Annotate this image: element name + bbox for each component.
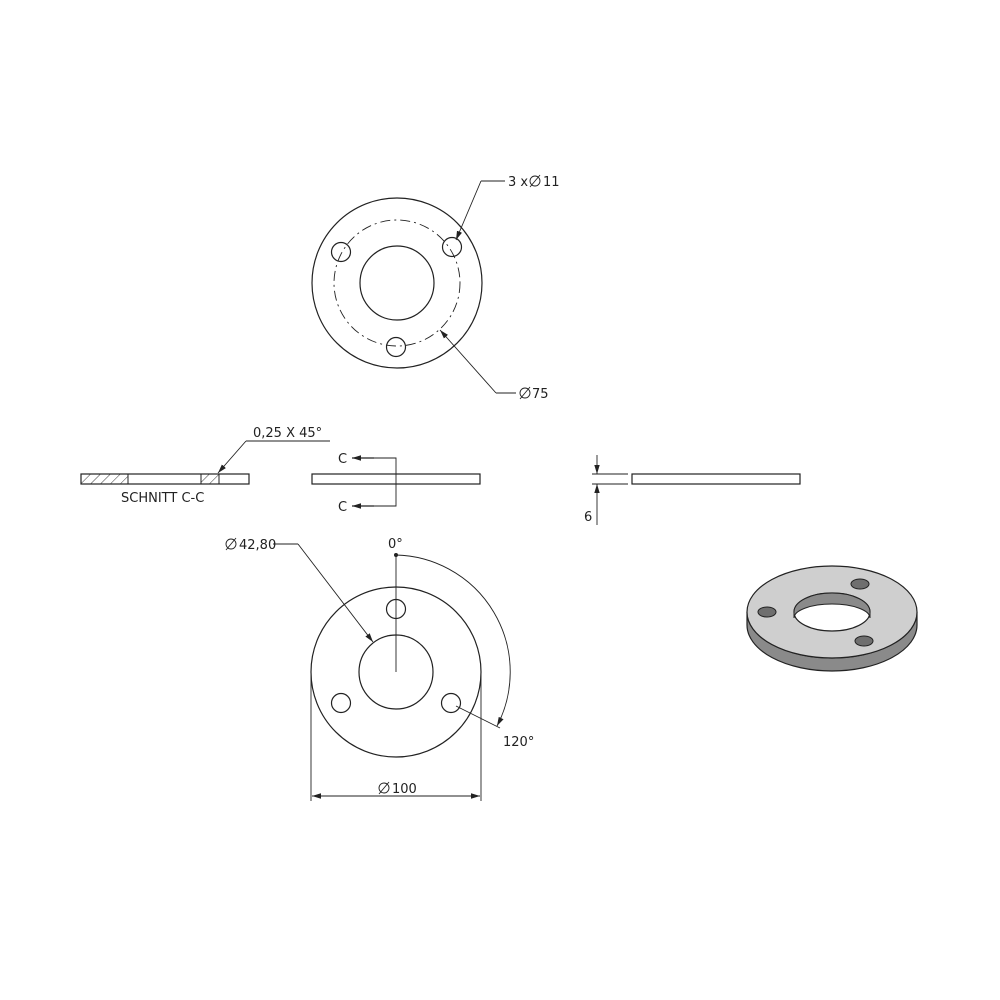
- chamfer-label: 0,25 X 45°: [253, 426, 322, 441]
- front-hole-right: [440, 692, 462, 714]
- bolt-circle-leader: [439, 329, 497, 394]
- thickness-label: 6: [584, 510, 592, 525]
- diameter-symbol-icon: [225, 537, 237, 551]
- inner-diameter-leader: [297, 543, 374, 643]
- section-hatch-right: [200, 473, 220, 485]
- holes-diameter-label: 11: [543, 175, 560, 190]
- inner-diameter-label: 42,80: [239, 538, 276, 553]
- top-hole-left: [330, 241, 352, 263]
- top-hole-bottom: [385, 336, 407, 358]
- top-hole-right: [441, 236, 463, 258]
- iso-hole-bottom: [854, 635, 874, 647]
- angle-start-label: 0°: [388, 537, 403, 552]
- outer-diameter-label: 100: [392, 782, 417, 797]
- angle-step-label: 120°: [503, 735, 534, 750]
- isometric-view: [746, 565, 918, 672]
- holes-callout-label: 3 x: [508, 175, 528, 190]
- top-inner-circle: [359, 245, 435, 321]
- section-cut-line: [354, 457, 397, 507]
- diameter-symbol-icon: [378, 781, 390, 795]
- chamfer-leader: [217, 440, 247, 474]
- top-view: 3 x 11 75: [311, 174, 560, 402]
- diameter-symbol-icon: [519, 386, 531, 400]
- iso-bore-wall: [793, 592, 871, 619]
- angle-end-ext: [455, 705, 501, 729]
- top-bolt-circle: [333, 219, 461, 347]
- iso-hole-left: [757, 606, 777, 618]
- edge-view: 6: [584, 455, 801, 525]
- section-mark-bottom: C: [338, 500, 347, 515]
- iso-hole-top: [850, 578, 870, 590]
- section-title: SCHNITT C-C: [121, 491, 204, 506]
- section-view: 0,25 X 45° SCHNITT C-C: [80, 426, 330, 506]
- edge-outline: [631, 473, 801, 485]
- front-hole-left: [330, 692, 352, 714]
- top-outer-circle: [311, 197, 483, 369]
- diameter-symbol-icon: [529, 174, 541, 188]
- section-hatch-left: [80, 473, 129, 485]
- front-view: 0° 120° 42,80 100: [225, 537, 534, 801]
- section-mark-top: C: [338, 452, 347, 467]
- angle-arc: [395, 554, 511, 727]
- side-view: C C: [311, 452, 481, 515]
- bolt-circle-diameter-label: 75: [532, 387, 549, 402]
- holes-leader: [455, 180, 482, 241]
